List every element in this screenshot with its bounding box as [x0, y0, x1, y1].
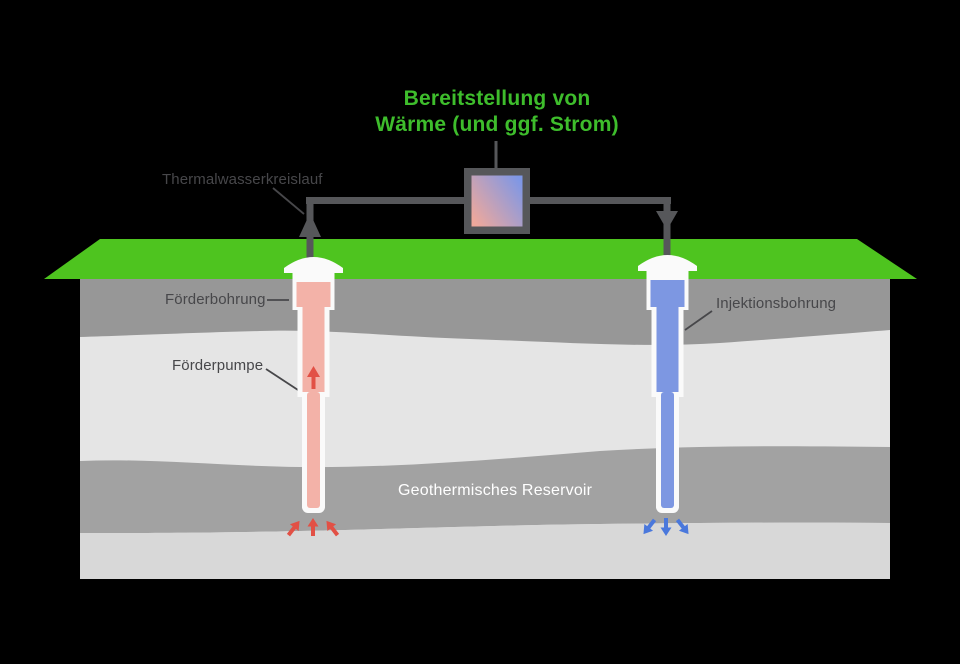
production-casing-top — [296, 279, 331, 307]
flow-down-arrow-icon — [656, 211, 678, 230]
production-well — [284, 257, 343, 537]
inflow-arrow-up-icon — [307, 518, 319, 536]
outflow-arrows — [643, 518, 689, 536]
injection-well — [638, 255, 697, 536]
production-wellhead-cap — [284, 257, 343, 273]
pipe-horizontal-right — [529, 197, 671, 204]
pipe-horizontal-left — [306, 197, 466, 204]
label-pointer-lines — [265, 187, 713, 391]
inflow-arrows — [286, 518, 340, 537]
pointer-production-pump — [265, 368, 299, 391]
flow-up-arrow-icon — [299, 213, 321, 237]
pump-flow-arrow-icon — [307, 366, 320, 389]
label-production-well: Förderbohrung — [165, 291, 266, 308]
outflow-arrow-down-icon — [660, 518, 672, 536]
outflow-arrow-left-icon — [643, 518, 657, 535]
label-production-pump: Förderpumpe — [172, 357, 264, 374]
diagram-title: Bereitstellung von Wärme (und ggf. Strom… — [337, 86, 657, 138]
ground-surface — [44, 239, 917, 279]
underground-cross-section — [80, 279, 890, 579]
injection-casing-bottom — [661, 392, 674, 508]
pointer-thermal-loop — [272, 187, 305, 215]
inflow-arrow-right-icon — [326, 520, 340, 537]
heat-exchanger-icon — [471, 175, 523, 227]
pointer-injection-well — [684, 310, 713, 331]
layer-geothermal-reservoir — [80, 446, 890, 533]
injection-wellhead-cap — [638, 255, 697, 271]
injection-casing-top — [650, 277, 685, 307]
outflow-arrow-right-icon — [675, 518, 689, 535]
label-thermal-loop: Thermalwasserkreislauf — [162, 171, 323, 188]
thermal-water-loop-piping — [299, 141, 678, 258]
production-casing-mid — [302, 307, 325, 392]
title-line-2: Wärme (und ggf. Strom) — [375, 113, 619, 136]
injection-casing-mid — [656, 307, 679, 392]
title-connector-line — [494, 141, 498, 170]
production-casing-bottom — [307, 392, 320, 508]
label-injection-well: Injektionsbohrung — [716, 295, 837, 312]
inflow-arrow-left-icon — [286, 520, 300, 537]
label-geothermal-reservoir: Geothermisches Reservoir — [398, 482, 593, 499]
layer-bedrock-light — [80, 522, 890, 579]
title-line-1: Bereitstellung von — [403, 87, 591, 110]
